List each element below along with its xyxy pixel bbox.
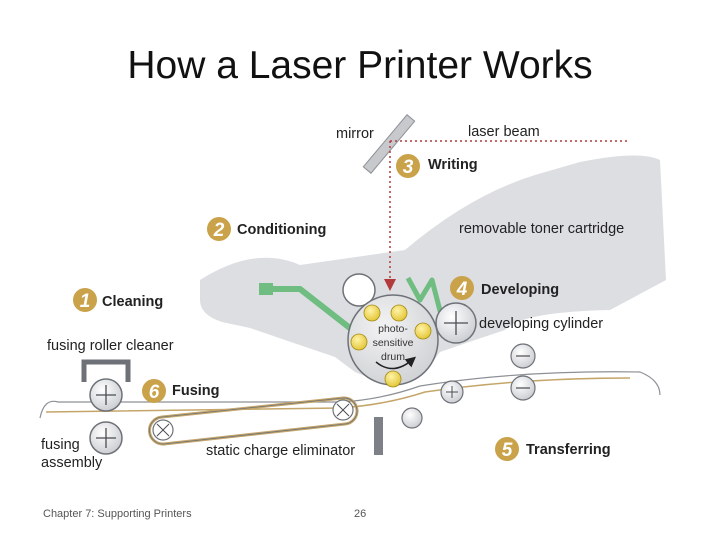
step-badge-2: 2	[207, 217, 231, 241]
drum-label-line3: drum	[381, 351, 405, 363]
x-mark-icon-stroke	[156, 423, 170, 437]
page-number: 26	[354, 508, 367, 520]
step-name-conditioning: Conditioning	[237, 222, 326, 238]
drum-label-line1: photo-	[378, 323, 408, 335]
label-fusing-assembly-line2: assembly	[41, 455, 103, 471]
step-name-writing: Writing	[428, 157, 478, 173]
svg-text:2: 2	[213, 220, 225, 241]
mirror-shape	[362, 114, 416, 174]
step-name-transferring: Transferring	[526, 442, 611, 458]
toner-particle	[390, 304, 408, 322]
developer-blade	[405, 276, 448, 331]
primary-corona-head	[259, 283, 273, 295]
label-fusing-roller-cleaner: fusing roller cleaner	[47, 338, 174, 354]
separation-roller	[401, 407, 423, 429]
static-charge-eliminator-bar	[374, 417, 383, 455]
label-laser-beam: laser beam	[468, 124, 540, 140]
step-badge-6: 6	[142, 379, 166, 403]
drum-label-line2: sensitive	[373, 337, 414, 349]
toner-particle	[414, 322, 432, 340]
svg-text:1: 1	[80, 291, 91, 312]
paper-sheet	[45, 377, 631, 413]
step-name-fusing: Fusing	[172, 383, 220, 399]
label-fusing-assembly-line1: fusing	[41, 437, 80, 453]
slide-title: How a Laser Printer Works	[127, 44, 593, 87]
step-badge-3: 3	[396, 154, 420, 178]
fusing-roller-cleaner-bracket	[81, 359, 131, 382]
label-removable-toner-cartridge: removable toner cartridge	[459, 221, 624, 237]
svg-text:4: 4	[456, 279, 468, 300]
label-static-charge-eliminator: static charge eliminator	[206, 443, 355, 459]
step-badge-1: 1	[73, 288, 97, 312]
step-badge-4: 4	[450, 276, 474, 300]
charging-roller	[342, 273, 376, 307]
footer-chapter: Chapter 7: Supporting Printers	[43, 508, 192, 520]
transport-belt	[148, 396, 359, 446]
transport-belt-outline	[149, 397, 358, 445]
toner-particle	[350, 333, 368, 351]
step-name-developing: Developing	[481, 282, 559, 298]
svg-text:6: 6	[149, 382, 160, 403]
primary-corona-arm	[268, 286, 357, 335]
svg-text:5: 5	[502, 440, 513, 461]
toner-particle	[384, 370, 402, 388]
toner-cartridge	[200, 155, 666, 381]
step-badge-5: 5	[495, 437, 519, 461]
rotation-arrow	[375, 356, 417, 370]
label-mirror: mirror	[336, 126, 374, 142]
label-developing-cylinder: developing cylinder	[479, 316, 603, 332]
step-name-cleaning: Cleaning	[102, 294, 163, 310]
paper-path	[39, 371, 661, 419]
toner-particle	[363, 304, 381, 322]
x-mark-icon-stroke	[336, 403, 350, 417]
svg-text:3: 3	[403, 157, 414, 178]
